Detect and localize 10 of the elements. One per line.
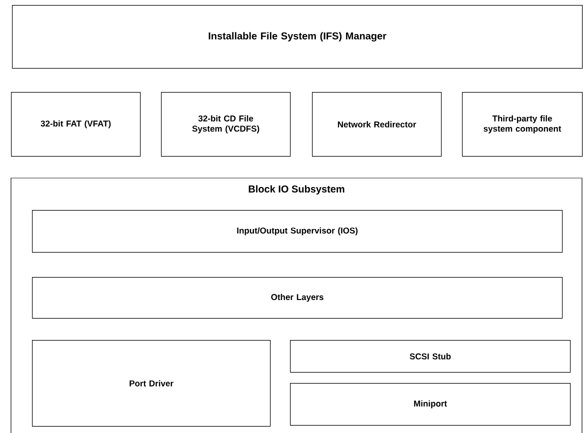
component-box: Miniport <box>290 383 571 426</box>
component-box: Network Redirector <box>312 92 442 157</box>
component-box: Third-party file system component <box>462 92 583 157</box>
component-box: Port Driver <box>32 340 271 427</box>
component-box: Other Layers <box>32 277 563 319</box>
component-box: Input/Output Supervisor (IOS) <box>32 210 563 253</box>
component-box: Installable File System (IFS) Manager <box>12 5 583 69</box>
component-box: 32-bit FAT (VFAT) <box>11 92 141 157</box>
component-box: SCSI Stub <box>290 340 571 373</box>
component-box: 32-bit CD File System (VCDFS) <box>161 92 291 157</box>
